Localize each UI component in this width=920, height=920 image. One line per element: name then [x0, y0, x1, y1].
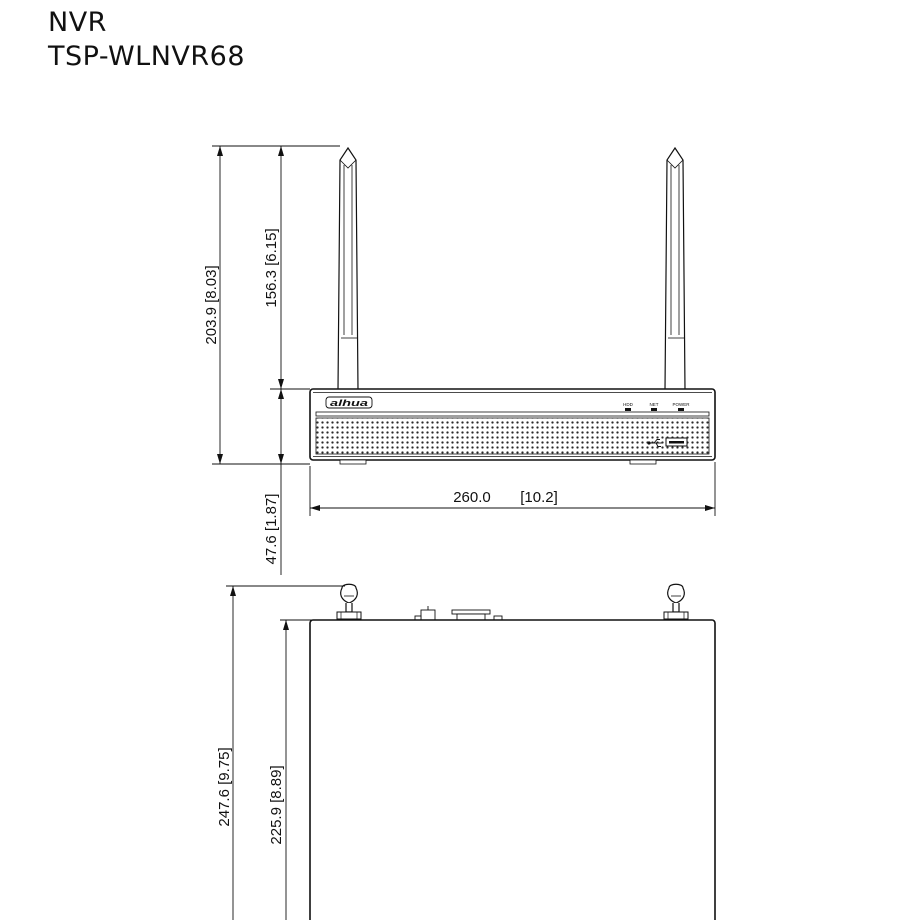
led-power-indicator — [678, 408, 684, 411]
product-type: NVR — [48, 7, 107, 38]
nvr-front-body — [309, 388, 716, 465]
front-view — [212, 145, 716, 575]
dim-antenna-height-label: 156.3 [6.15] — [263, 228, 280, 307]
brand-badge — [325, 396, 373, 409]
dim-body-height-label: 47.6 [1.87] — [263, 494, 280, 565]
top-view — [226, 583, 716, 920]
antenna-connector-left — [336, 583, 362, 620]
led-power-label: POWER — [672, 402, 690, 407]
usb-icon — [647, 439, 662, 447]
dim-total-depth-label: 247.6 [9.75] — [216, 747, 233, 826]
model-name: TSP-WLNVR68 — [48, 41, 245, 72]
rear-ports — [414, 606, 503, 621]
dim-total-height-label: 203.9 [8.03] — [203, 265, 220, 344]
led-net-label: NET — [650, 402, 659, 407]
antenna-left — [337, 146, 359, 391]
led-net-indicator — [651, 408, 657, 411]
nvr-top-body — [309, 619, 716, 920]
antenna-right — [664, 146, 686, 391]
dim-width-in-label: [10.2] — [520, 489, 558, 506]
led-hdd-label: HDD — [623, 402, 633, 407]
dim-width-mm-label: 260.0 — [453, 489, 491, 506]
antenna-connector-right — [663, 583, 689, 620]
led-hdd-indicator — [625, 408, 631, 411]
brand-logo: alhua — [330, 398, 368, 408]
dim-body-depth-label: 225.9 [8.89] — [268, 765, 285, 844]
